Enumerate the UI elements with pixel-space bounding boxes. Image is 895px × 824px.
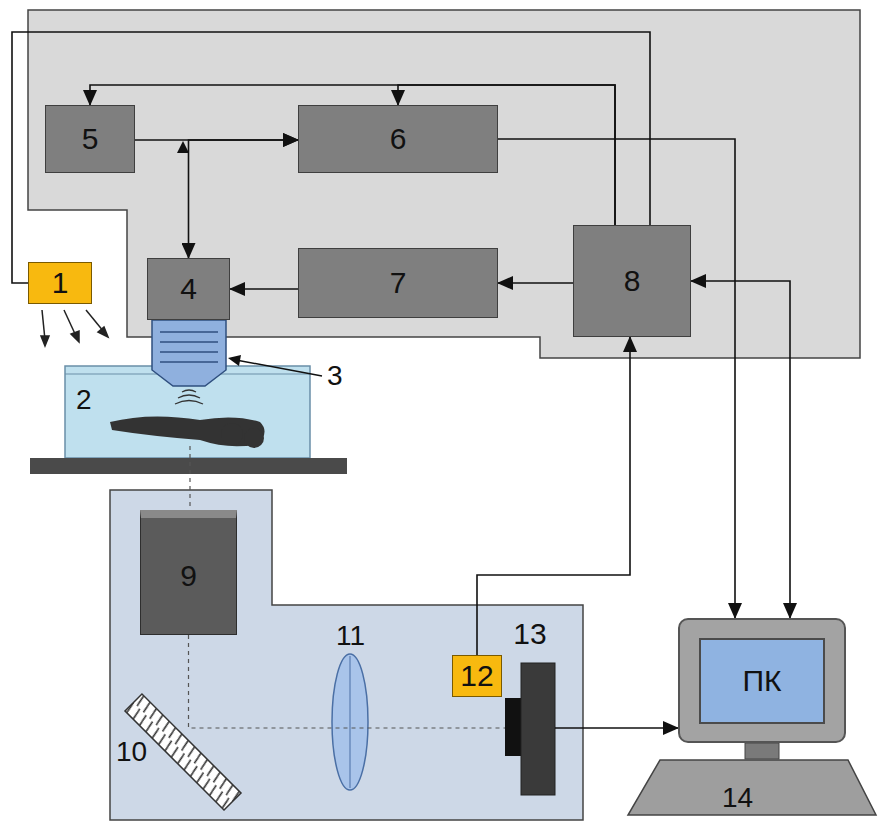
computer-base — [628, 743, 876, 815]
node-label: 1 — [52, 268, 69, 298]
callout-number: 10 — [116, 738, 147, 766]
transducer — [152, 320, 226, 404]
switch-box: 4 — [147, 258, 230, 320]
node-label: 4 — [180, 274, 197, 304]
receiver-box: 6 — [298, 105, 498, 173]
generator-box: 5 — [45, 105, 135, 173]
callout-number: 11 — [336, 622, 365, 650]
light-arrows — [41, 310, 108, 346]
node-label: 8 — [624, 266, 641, 296]
connector — [12, 32, 650, 283]
stage — [30, 458, 347, 474]
callout-number: 14 — [722, 784, 753, 812]
optical-axis — [189, 446, 190, 512]
callout-number: 2 — [76, 386, 92, 414]
node-label: 7 — [390, 268, 407, 298]
callout-number: 3 — [327, 362, 343, 390]
objective-box: 9 — [140, 510, 237, 635]
connector — [498, 282, 573, 284]
connector — [477, 337, 630, 655]
connector — [230, 288, 298, 290]
junction-arrowhead — [177, 141, 189, 153]
camera-node: 13 — [505, 663, 555, 795]
amplifier-box: 7 — [298, 248, 498, 318]
connector — [555, 727, 678, 729]
zebrafish-larva — [110, 416, 265, 448]
callout-number: 13 — [513, 619, 546, 649]
leader-line — [228, 355, 322, 376]
connector — [189, 140, 299, 258]
node-label: ПК — [742, 666, 781, 696]
camera — [505, 663, 555, 795]
computer-monitor: ПК — [678, 618, 846, 743]
connector — [498, 139, 735, 618]
controller-box: 8 — [573, 225, 691, 337]
node-label: 12 — [460, 661, 493, 691]
sensor-box: 12 — [452, 655, 502, 697]
node-label: 9 — [180, 561, 197, 591]
lens — [332, 654, 368, 790]
monitor-screen: ПК — [699, 638, 825, 724]
connector — [691, 281, 790, 618]
node-label: 6 — [390, 124, 407, 154]
node-label: 5 — [82, 124, 99, 154]
light-source: 1 — [28, 262, 92, 304]
optics-panel — [110, 490, 583, 820]
connector — [90, 85, 615, 225]
